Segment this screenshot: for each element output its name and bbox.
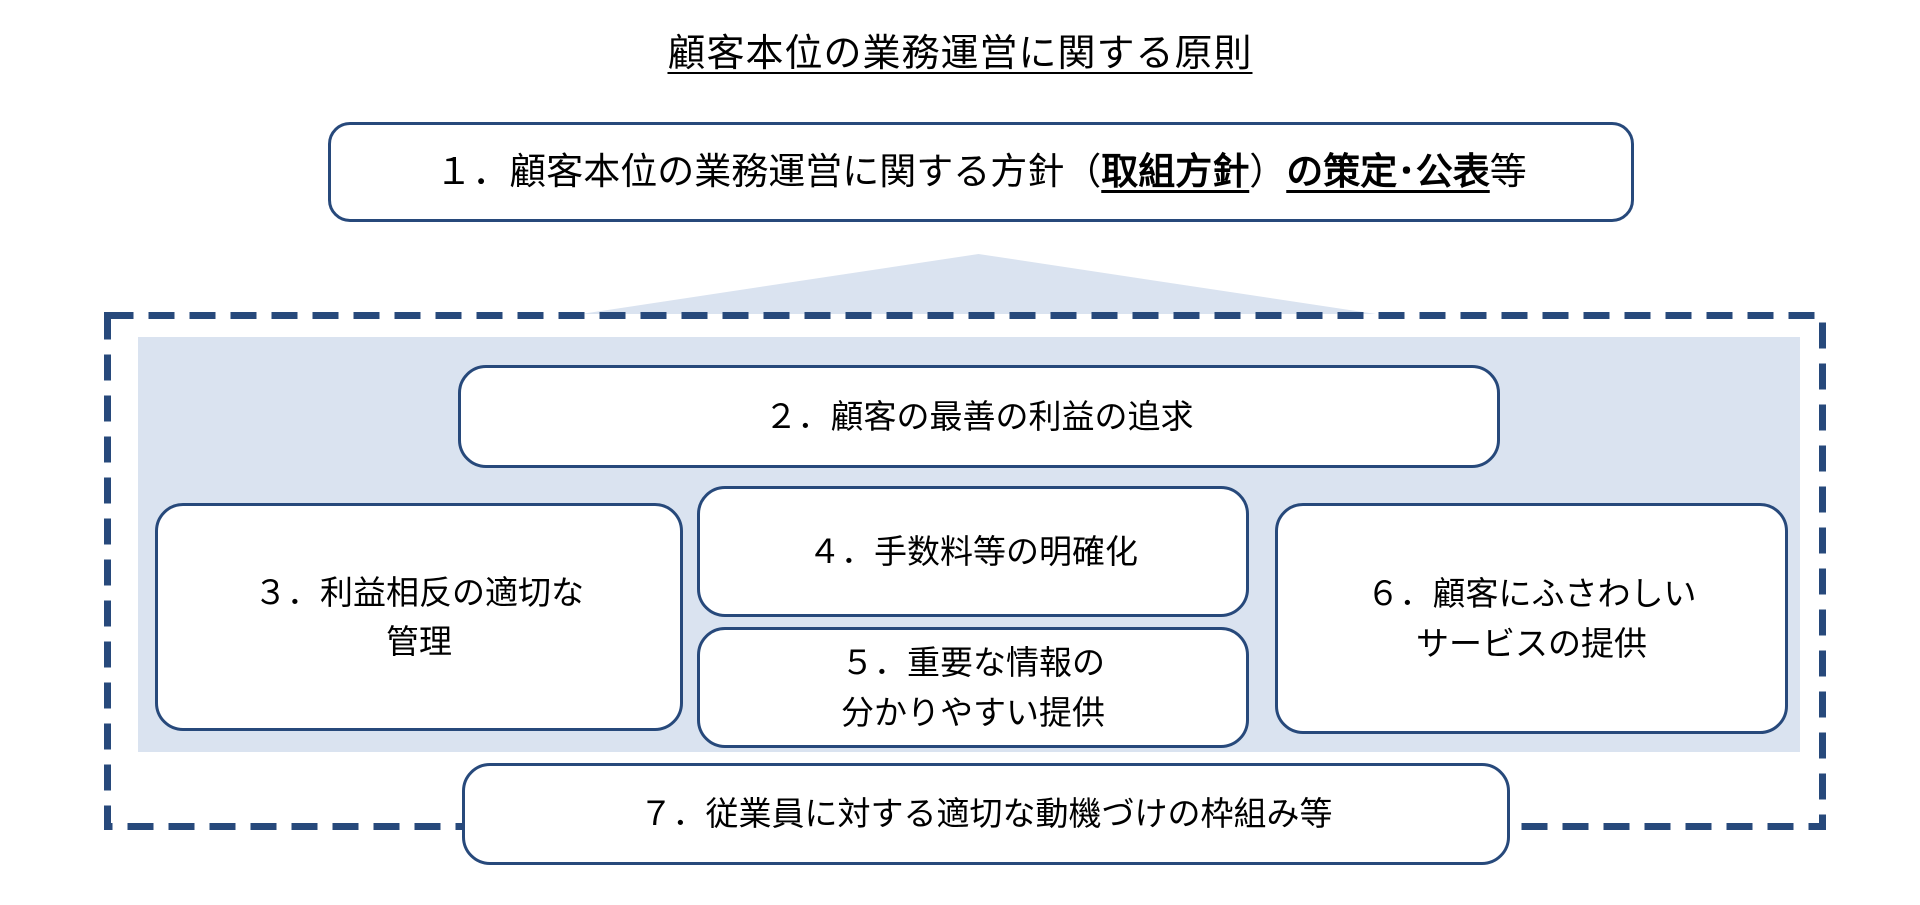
principle-4-text: ４．手数料等の明確化 [808,532,1138,570]
principle-6-box: ６．顧客にふさわしいサービスの提供 [1275,503,1788,734]
principle-1-text: １．顧客本位の業務運営に関する方針（取組方針）の策定･公表等 [435,151,1527,193]
principle-5-box: ５．重要な情報の分かりやすい提供 [697,627,1249,748]
support-triangle-shape [581,254,1376,314]
principle-7-text: ７．従業員に対する適切な動機づけの枠組み等 [639,795,1333,833]
principle-7-box: ７．従業員に対する適切な動機づけの枠組み等 [462,763,1510,865]
principle-6-text: ６．顧客にふさわしいサービスの提供 [1366,575,1697,662]
principle-2-box: ２．顧客の最善の利益の追求 [458,365,1500,468]
principle-3-box: ３．利益相反の適切な管理 [155,503,683,731]
principle-4-box: ４．手数料等の明確化 [697,486,1249,617]
principle-1-box: １．顧客本位の業務運営に関する方針（取組方針）の策定･公表等 [328,122,1634,222]
principle-3-text: ３．利益相反の適切な管理 [254,573,584,661]
principle-5-text: ５．重要な情報の分かりやすい提供 [841,644,1105,731]
principle-2-text: ２．顧客の最善の利益の追求 [764,397,1194,435]
page-title-text: 顧客本位の業務運営に関する原則 [667,33,1253,75]
page-title: 顧客本位の業務運営に関する原則 [0,22,1920,77]
